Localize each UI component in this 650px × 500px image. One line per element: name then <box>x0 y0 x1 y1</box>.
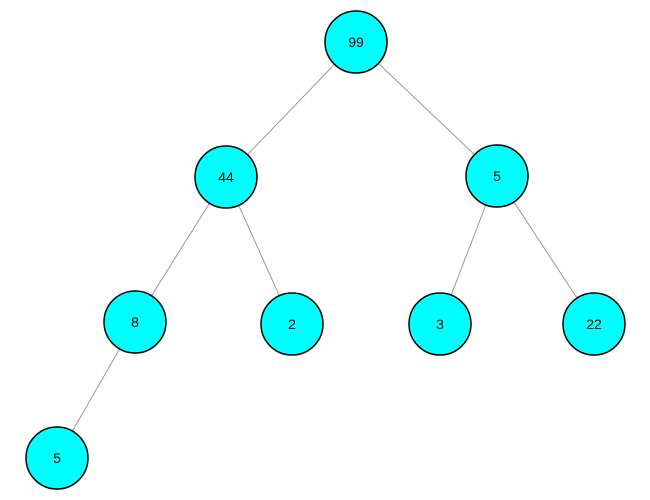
tree-edge-root-root-R <box>355 41 498 177</box>
tree-node-root-L-L-L[interactable]: 5 <box>25 426 89 490</box>
node-circle[interactable] <box>25 426 89 490</box>
node-label: 44 <box>218 169 234 185</box>
tree-node-root-L-L[interactable]: 8 <box>103 290 167 354</box>
node-circle[interactable] <box>103 290 167 354</box>
tree-node-root-R[interactable]: 5 <box>465 144 529 208</box>
node-circle[interactable] <box>465 144 529 208</box>
tree-node-root-L[interactable]: 44 <box>194 145 258 209</box>
tree-node-root-R-R[interactable]: 22 <box>562 292 626 356</box>
node-circle[interactable] <box>408 292 472 356</box>
node-circle[interactable] <box>194 145 258 209</box>
node-label: 8 <box>131 314 139 330</box>
node-circle[interactable] <box>562 292 626 356</box>
node-label: 22 <box>586 316 602 332</box>
node-label: 5 <box>53 450 61 466</box>
node-label: 3 <box>436 316 444 332</box>
node-label: 5 <box>493 168 501 184</box>
node-circle[interactable] <box>260 292 324 356</box>
tree-node-root-R-L[interactable]: 3 <box>408 292 472 356</box>
tree-node-root[interactable]: 99 <box>324 10 388 74</box>
tree-node-root-L-R[interactable]: 2 <box>260 292 324 356</box>
node-circle[interactable] <box>324 10 388 74</box>
node-label: 99 <box>348 34 364 50</box>
node-label: 2 <box>288 316 296 332</box>
